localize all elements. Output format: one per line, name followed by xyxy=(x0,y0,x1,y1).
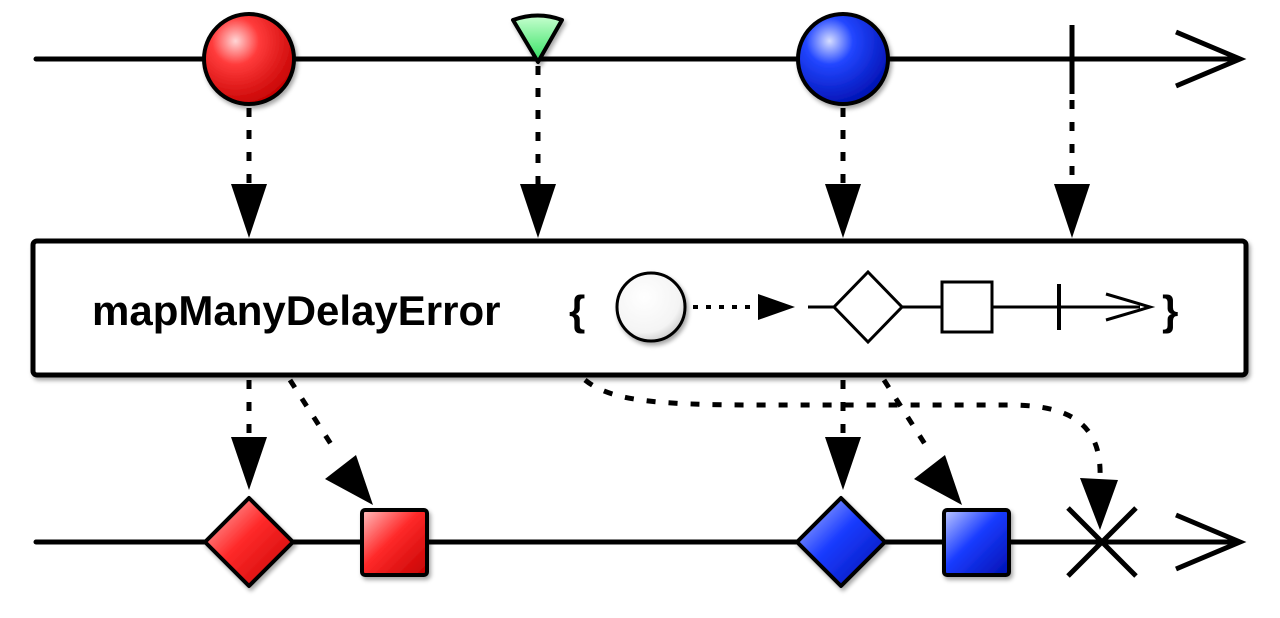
result-error-x-icon xyxy=(1066,506,1138,578)
operator-inner-sequence xyxy=(615,269,1156,345)
output-arrow-error xyxy=(583,378,1103,479)
input-arrowhead-completion xyxy=(1054,184,1090,238)
result-red-square xyxy=(360,508,429,577)
output-arrow-red-square xyxy=(287,378,339,454)
inner-diamond-icon xyxy=(831,269,905,345)
result-blue-square xyxy=(942,508,1011,577)
output-arrows xyxy=(231,378,1118,530)
output-arrowhead-error xyxy=(1080,478,1118,530)
source-blue-circle xyxy=(796,12,890,106)
operator-box: mapManyDelayError { } xyxy=(30,238,1249,378)
input-arrowhead-red xyxy=(231,184,267,238)
inner-arrowhead-icon xyxy=(758,294,795,320)
inner-arrow-icon xyxy=(1105,292,1156,322)
input-arrowhead-green xyxy=(520,184,556,238)
source-timeline xyxy=(33,12,1247,106)
inner-circle-icon xyxy=(615,271,687,343)
operator-close-brace: } xyxy=(1162,287,1178,334)
operator-open-brace: { xyxy=(569,287,585,334)
result-blue-diamond xyxy=(795,496,887,588)
output-arrowhead-blue-square xyxy=(914,455,962,505)
source-red-circle xyxy=(202,12,296,106)
result-red-diamond xyxy=(203,496,295,588)
input-arrowhead-blue xyxy=(825,184,861,238)
output-arrowhead-red-diamond xyxy=(231,437,267,490)
inner-square-icon xyxy=(940,280,994,334)
output-arrow-blue-square xyxy=(881,378,933,454)
source-green-triangle xyxy=(511,13,564,64)
source-timeline-arrowhead xyxy=(1175,29,1247,89)
result-timeline xyxy=(33,496,1247,588)
input-arrows xyxy=(231,66,1090,238)
output-arrowhead-blue-diamond xyxy=(825,437,861,490)
operator-name: mapManyDelayError xyxy=(92,287,501,334)
output-arrowhead-red-square xyxy=(325,455,373,505)
result-timeline-arrowhead xyxy=(1175,512,1247,572)
